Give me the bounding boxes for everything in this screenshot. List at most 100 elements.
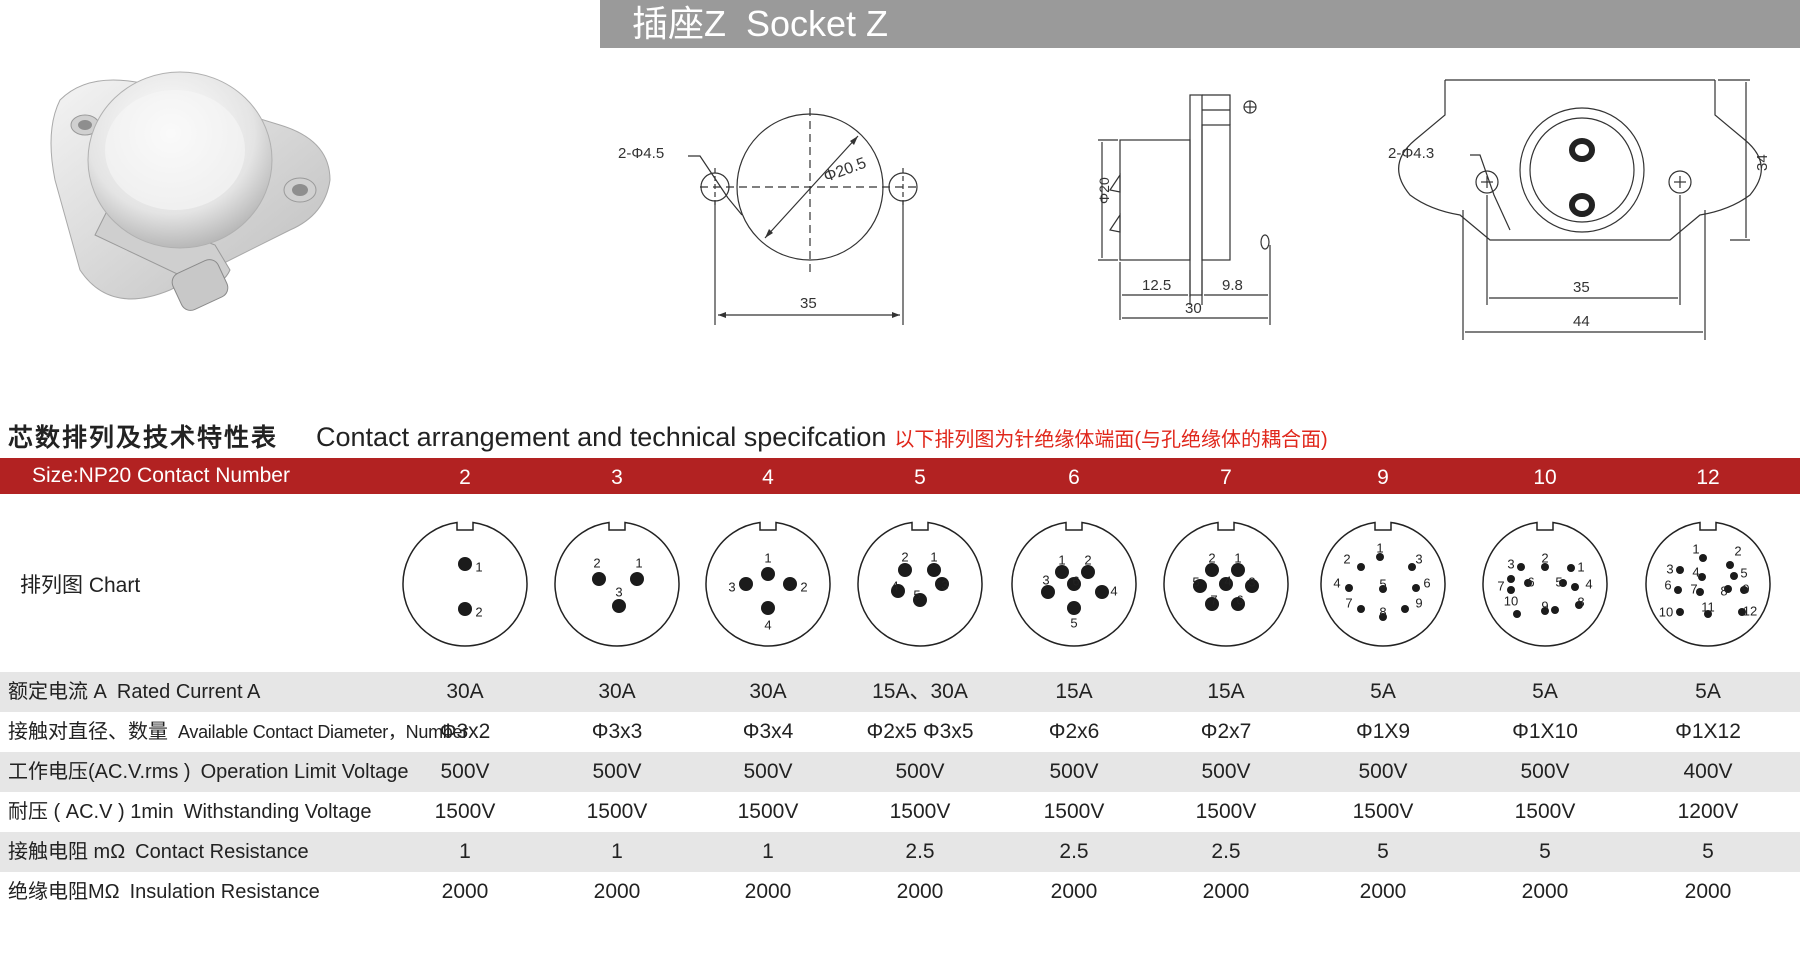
pin-number-label: 5 [1740, 565, 1747, 580]
spec-cell: 30A [598, 680, 636, 703]
pin-number-label: 3 [1042, 572, 1049, 587]
spec-cell: 2000 [593, 880, 641, 903]
insulator-outline [1163, 521, 1289, 647]
front-width-label: 35 [800, 295, 817, 312]
spec-cell: 2000 [1359, 880, 1407, 903]
row-label-en: Contact Resistance [135, 841, 309, 863]
contact-pin [1067, 577, 1081, 591]
pin-number-label: 7 [1345, 595, 1352, 610]
pin-number-label: 9 [1541, 598, 1548, 613]
pin-number-label: 1 [1692, 541, 1699, 556]
spec-cell: 1500V [586, 800, 648, 823]
pin-number-label: 1 [1058, 552, 1065, 567]
spec-cell: 500V [743, 760, 793, 783]
spec-cell: 30A [446, 680, 484, 703]
flange-height-label: 34 [1754, 154, 1771, 171]
front-hole-label: 2-Φ4.5 [618, 145, 664, 162]
contact-pin [458, 557, 472, 571]
contact-pin [927, 563, 941, 577]
insulator-outline [1645, 521, 1771, 647]
contact-pin [1245, 579, 1259, 593]
spec-cell: 15A [1055, 680, 1093, 703]
flange-view-drawing: 2-Φ4.3 34 35 44 [1388, 79, 1771, 340]
pin-number-label: 9 [1415, 595, 1422, 610]
pin-number-label: 10 [1659, 604, 1673, 619]
contact-pin [1357, 605, 1365, 613]
contact-pin [1357, 563, 1365, 571]
insulator-outline [554, 521, 680, 647]
spec-cell: 1500V [1043, 800, 1105, 823]
pin-number-label: 2 [1734, 543, 1741, 558]
spec-cell: Φ2x5 Φ3x5 [866, 720, 974, 743]
pin-number-label: 7 [1497, 578, 1504, 593]
pin-number-label: 5 [1555, 574, 1562, 589]
spec-cell: 500V [592, 760, 642, 783]
flange-width-label: 44 [1573, 313, 1590, 330]
contact-pin [1507, 586, 1515, 594]
heading-cn: 芯数排列及技术特性表 [8, 424, 279, 452]
spec-cell: 1500V [434, 800, 496, 823]
spec-cell: Φ2x7 [1200, 720, 1252, 743]
pin-number-label: 3 [941, 577, 948, 592]
header-label: Size:NP20 Contact Number [32, 464, 290, 487]
pin-number-label: 11 [1701, 599, 1715, 614]
spec-cell: 15A、30A [872, 680, 968, 703]
spec-cell: 2000 [441, 880, 489, 903]
spec-cell: 1 [611, 840, 623, 863]
header-number: 7 [1220, 466, 1232, 489]
spec-row: 工作电压(AC.V.rms )Operation Limit Voltage 50… [0, 752, 1800, 792]
contact-pin [898, 563, 912, 577]
contact-pin [1551, 606, 1559, 614]
spec-cell: 5 [1539, 840, 1551, 863]
pin-number-label: 6 [1236, 592, 1243, 607]
pin-number-label: 2 [475, 604, 482, 619]
pin-number-label: 3 [1248, 574, 1255, 589]
contact-pin [1095, 585, 1109, 599]
contact-pin [1205, 597, 1219, 611]
pin-number-label: 1 [1234, 550, 1241, 565]
contact-pin [1376, 553, 1384, 561]
pin-number-label: 4 [1692, 564, 1699, 579]
insulator-outline [1011, 521, 1137, 647]
pin-number-label: 8 [1379, 604, 1386, 619]
row-label: 工作电压(AC.V.rms )Operation Limit Voltage [8, 752, 409, 792]
contact-pin [1696, 588, 1704, 596]
row-label-en: Withstanding Voltage [183, 801, 372, 823]
contact-pin [1219, 577, 1233, 591]
pin-number-label: 6 [1664, 577, 1671, 592]
pin-number-label: 9 [1742, 581, 1749, 596]
contact-pin [1231, 597, 1245, 611]
contact-pin [1055, 565, 1069, 579]
contact-pin [1524, 579, 1532, 587]
header-number: 6 [1068, 466, 1080, 489]
contact-pin [1740, 586, 1748, 594]
row-label-cn: 耐压 ( AC.V ) 1min [8, 801, 174, 823]
insulator-outline [402, 521, 528, 647]
contact-pin [1699, 554, 1707, 562]
contact-pin [592, 572, 606, 586]
spec-cell: 5 [1377, 840, 1389, 863]
table-header-bar: Size:NP20 Contact Number 2 3 4 5 6 7 9 1… [0, 458, 1800, 494]
spec-cell: 500V [1049, 760, 1099, 783]
contact-pin [1541, 607, 1549, 615]
contact-pin [1674, 586, 1682, 594]
row-label-cn: 额定电流 A [8, 681, 107, 703]
contact-pin [1726, 561, 1734, 569]
spec-cell: Φ3x2 [439, 720, 491, 743]
contact-pin [935, 577, 949, 591]
header-number: 9 [1377, 466, 1389, 489]
spec-cell: 1500V [737, 800, 799, 823]
front-dia-label: Φ20.5 [822, 155, 869, 186]
pin-layout-diagram: 12 [402, 521, 528, 647]
spec-cell: 500V [1358, 760, 1408, 783]
spec-cell: 500V [1201, 760, 1251, 783]
contact-pin [1698, 573, 1706, 581]
contact-pin [783, 577, 797, 591]
contact-pin [1730, 572, 1738, 580]
